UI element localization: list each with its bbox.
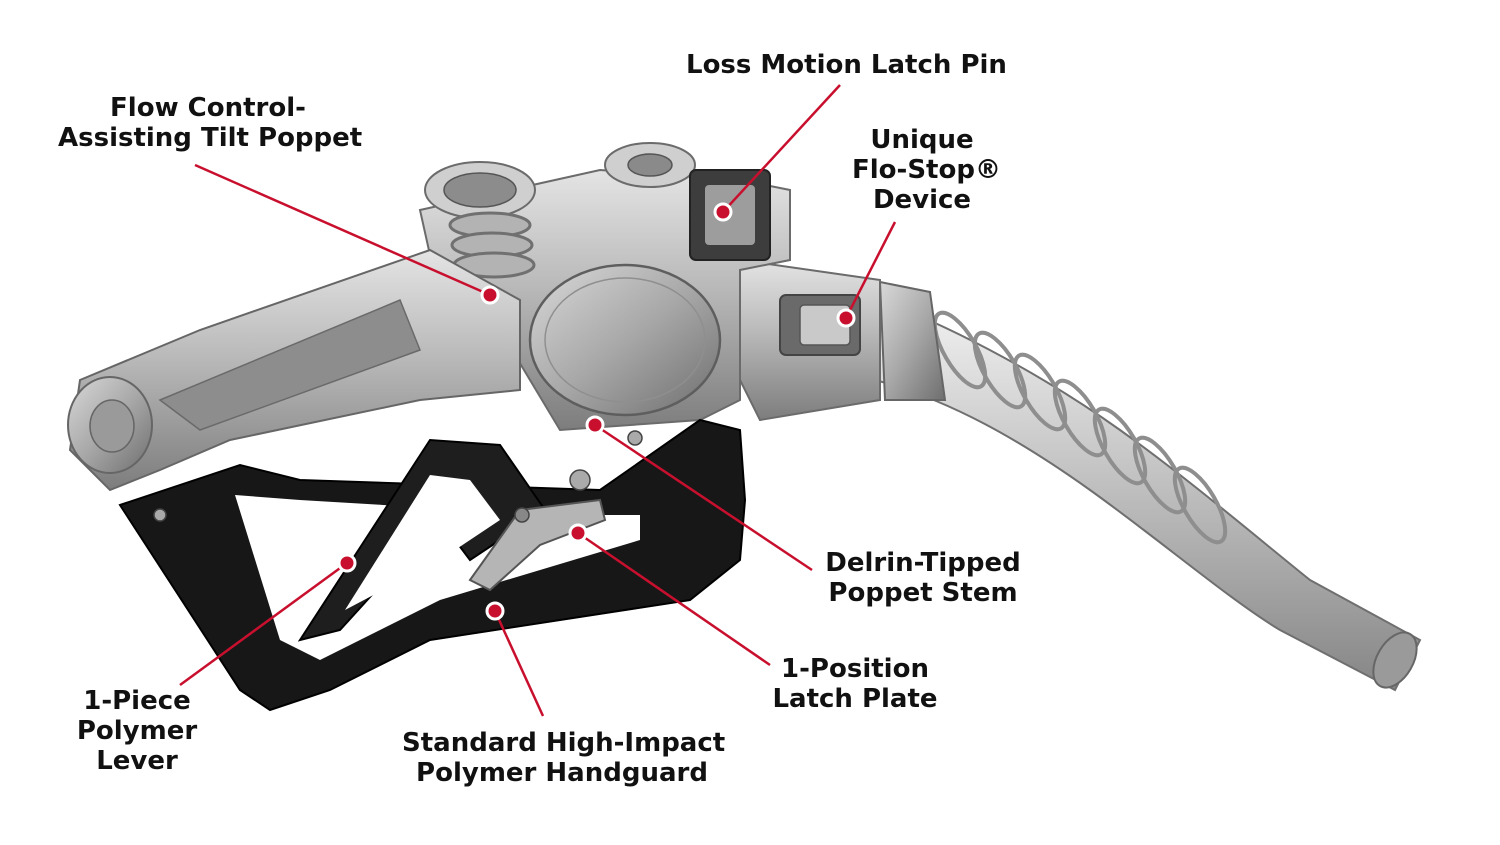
nozzle-body: [418, 142, 791, 432]
nozzle-handle: [67, 248, 521, 492]
leader-polymer-handguard: [493, 610, 545, 717]
label-delrin-poppet-stem: Delrin-Tipped Poppet Stem: [818, 548, 1028, 608]
label-line: Flow Control-: [110, 93, 306, 123]
spout-collar: [878, 280, 947, 401]
dot-loss-motion-latch-pin: [713, 202, 733, 222]
label-line: 1-Piece: [83, 686, 191, 716]
label-line: Poppet Stem: [828, 578, 1018, 608]
label-line: Polymer: [76, 716, 198, 746]
leader-flow-control-tilt-poppet: [194, 163, 491, 297]
leader-polymer-lever: [179, 561, 348, 687]
latch-plate-part: [153, 430, 643, 592]
dot-polymer-lever: [337, 553, 357, 573]
dot-delrin-poppet-stem: [585, 415, 605, 435]
label-polymer-handguard: Standard High-Impact Polymer Handguard: [402, 728, 726, 788]
label-line: Device: [872, 185, 972, 215]
label-line: 1-Position: [781, 654, 929, 684]
label-line: Delrin-Tipped: [825, 548, 1021, 578]
dot-flow-control-tilt-poppet: [480, 285, 500, 305]
leader-loss-motion-latch-pin: [722, 84, 841, 213]
label-latch-plate: 1-Position Latch Plate: [770, 654, 940, 714]
label-line: Lever: [96, 746, 178, 776]
flo-stop-housing: [739, 258, 881, 422]
label-line: Flo-Stop®: [852, 155, 1001, 185]
label-line: Polymer Handguard: [416, 758, 708, 788]
label-line: Standard High-Impact: [402, 728, 726, 758]
leader-latch-plate: [577, 531, 771, 667]
spout-spring: [932, 310, 1228, 545]
label-flo-stop-device: Unique Flo-Stop® Device: [852, 125, 1001, 215]
dot-latch-plate: [568, 523, 588, 543]
leader-flo-stop-device: [844, 221, 897, 319]
label-polymer-lever: 1-Piece Polymer Lever: [72, 686, 202, 776]
label-loss-motion-latch-pin: Loss Motion Latch Pin: [686, 50, 1007, 80]
pointer-dots: [337, 202, 856, 621]
dot-polymer-handguard: [485, 601, 505, 621]
label-flow-control-tilt-poppet: Flow Control- Assisting Tilt Poppet: [58, 93, 363, 153]
label-line: Latch Plate: [772, 684, 938, 714]
dot-flo-stop-device: [836, 308, 856, 328]
label-line: Assisting Tilt Poppet: [58, 123, 363, 153]
spout: [873, 298, 1422, 692]
leader-delrin-poppet-stem: [594, 423, 813, 572]
leader-lines: [179, 84, 897, 717]
label-line: Loss Motion Latch Pin: [686, 50, 1007, 80]
label-line: Unique: [870, 125, 974, 155]
